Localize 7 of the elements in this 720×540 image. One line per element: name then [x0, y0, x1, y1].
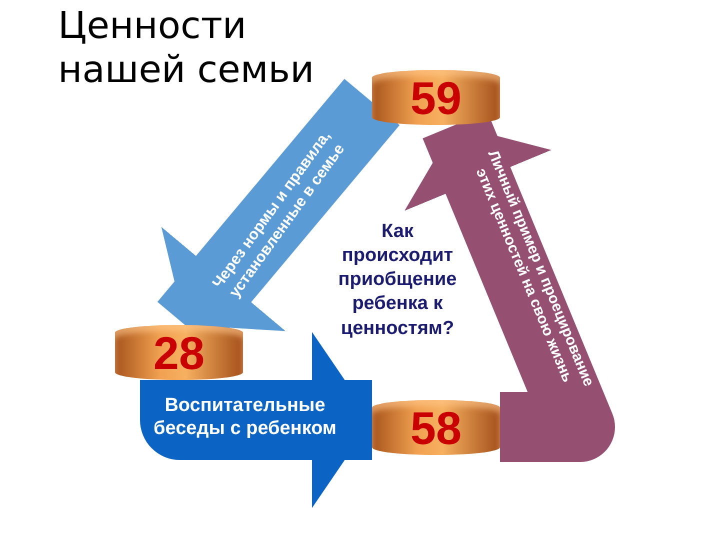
band-arrow	[140, 332, 372, 508]
question-text: Как происходит приобщение ребенка к ценностям?	[337, 220, 458, 340]
title: Ценности нашей семьи	[58, 4, 316, 92]
cylinder: 28	[115, 325, 243, 380]
cylinder: 58	[372, 400, 500, 455]
edge-label: Воспитательные беседы с ребенком	[152, 395, 338, 441]
cylinder: 59	[372, 70, 500, 125]
